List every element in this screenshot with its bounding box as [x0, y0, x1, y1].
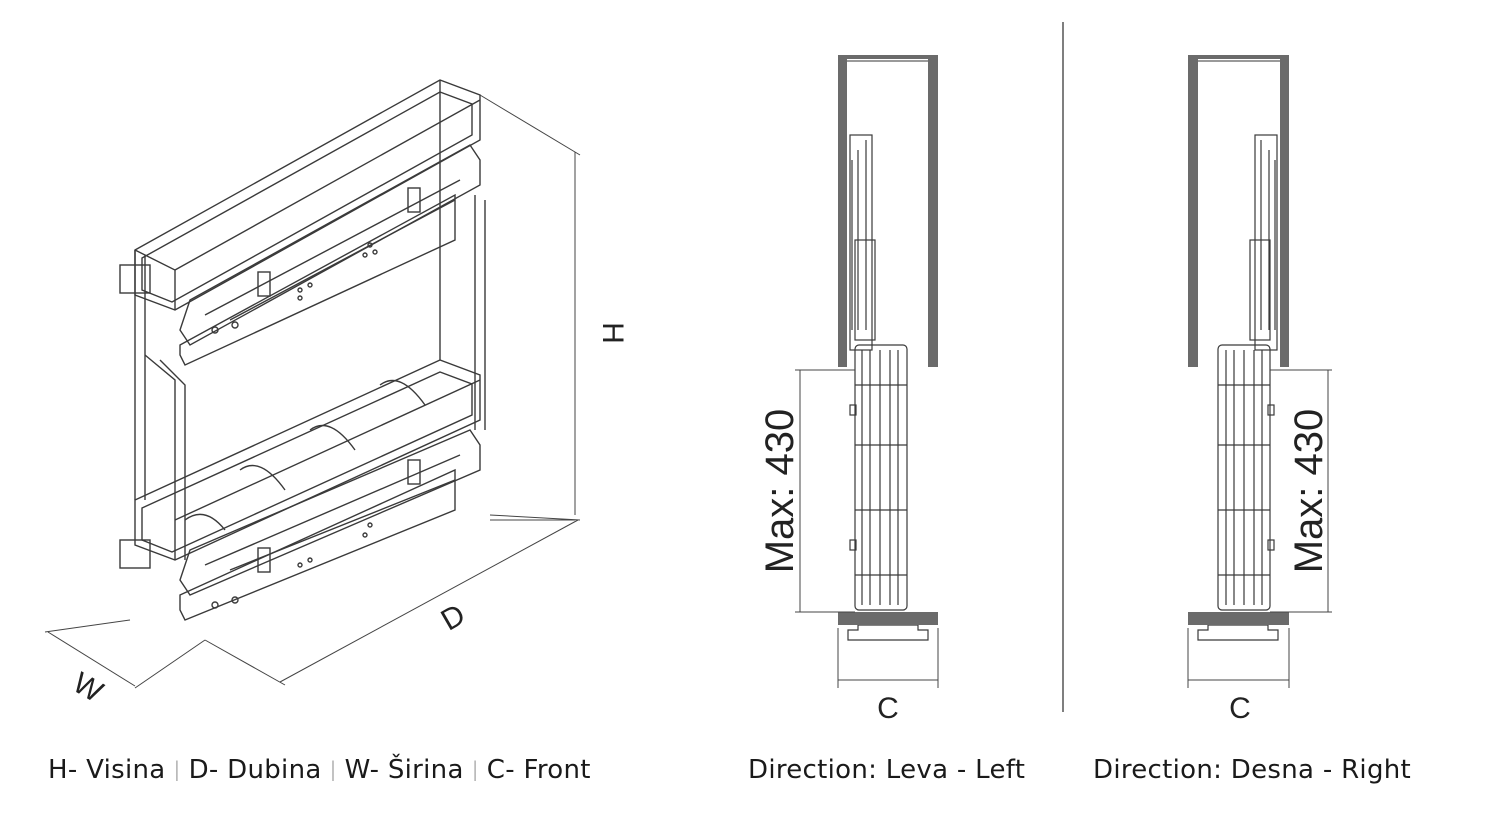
dimension-lines-iso: [44, 94, 581, 689]
max-height-label-left: Max: 430: [758, 409, 802, 574]
front-width-label-left: C: [877, 692, 899, 725]
depth-label: D: [436, 598, 471, 637]
legend-width: W- Širina: [344, 755, 464, 785]
dimension-legend: H- Visina | D- Dubina | W- Širina | C- Front: [48, 755, 591, 785]
caption-right-direction: Direction: Desna - Right: [1093, 755, 1412, 785]
width-label: W: [67, 666, 109, 709]
legend-front: C- Front: [486, 755, 591, 785]
legend-depth: D- Dubina: [188, 755, 322, 785]
isometric-basket: [119, 79, 486, 621]
legend-separator: |: [329, 757, 337, 781]
legend-separator: |: [471, 757, 479, 781]
front-width-label-right: C: [1229, 692, 1251, 725]
left-side-view: Max: 430 C: [758, 55, 939, 725]
legend-separator: |: [173, 757, 181, 781]
legend-height: H- Visina: [48, 755, 166, 785]
right-side-view: Max: 430 C: [1187, 55, 1332, 725]
max-height-label-right: Max: 430: [1287, 409, 1331, 574]
height-label: H: [596, 322, 629, 344]
caption-left-direction: Direction: Leva - Left: [748, 755, 1026, 785]
